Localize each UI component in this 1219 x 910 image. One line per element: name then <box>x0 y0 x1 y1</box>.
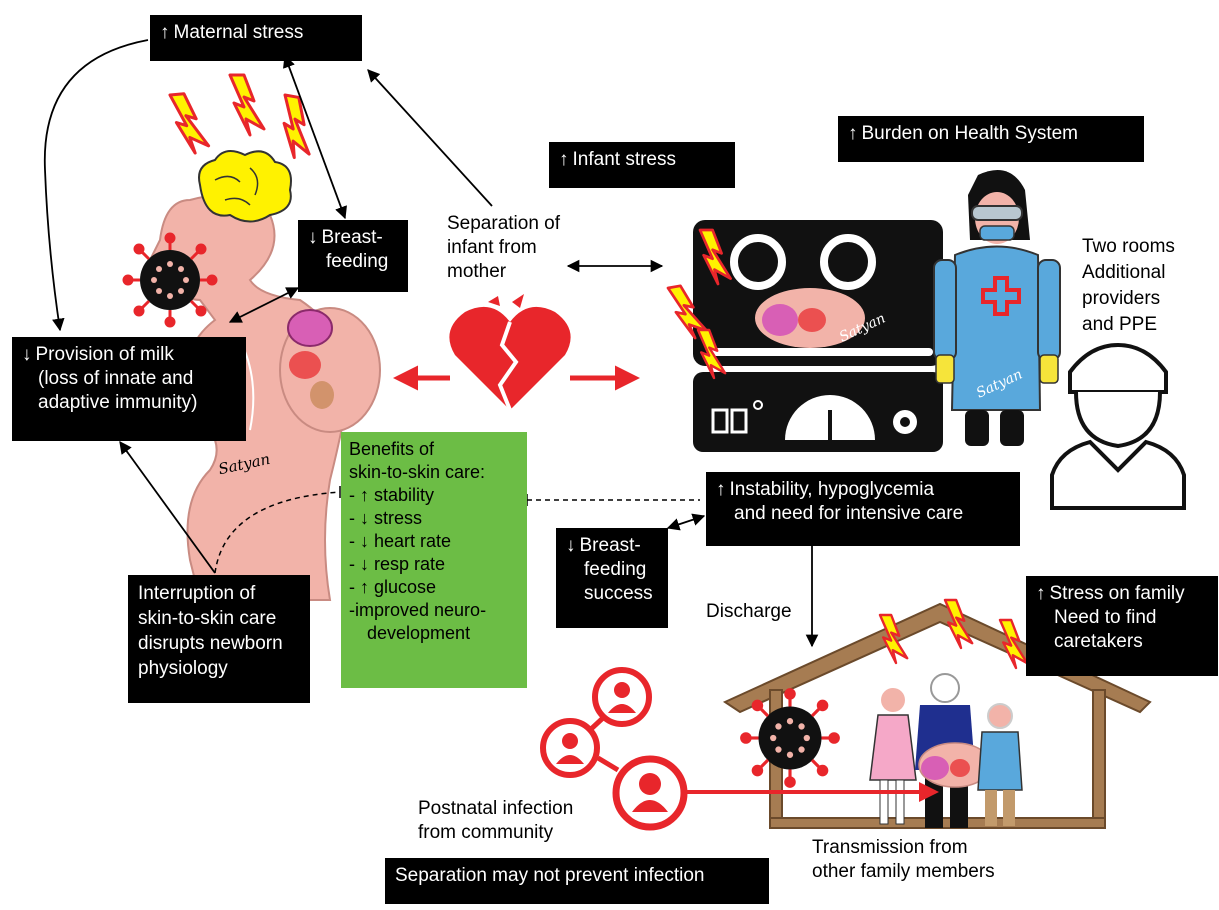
separation-text: Separation of infant from mother <box>447 213 561 282</box>
virus-icon <box>740 688 840 788</box>
bf-success-box: ↓Breast- feeding success <box>556 528 668 628</box>
separation-prevent-box: Separation may not prevent infection <box>385 858 769 904</box>
burden-label: Burden on Health System <box>861 123 1079 144</box>
arrow-breastfeeding-mother <box>228 287 300 323</box>
provision-box: ↓Provision of milk (loss of innate and a… <box>12 337 246 441</box>
arrow-interruption-to-provision <box>119 440 216 574</box>
maternal-stress-box: ↑Maternal stress <box>150 15 362 61</box>
separation-prevent-label: Separation may not prevent infection <box>395 865 705 886</box>
transmission-text: Transmission from other family members <box>812 837 995 882</box>
arrow-up-icon: ↑ <box>360 485 369 505</box>
community-link <box>588 715 606 732</box>
arrow-up-icon: ↑ <box>160 22 170 43</box>
postnatal-text: Postnatal infection from community <box>418 798 574 843</box>
benefit-item: - ↓ stress <box>349 508 423 528</box>
doctor-icon <box>933 170 1061 446</box>
arrow-down-icon: ↓ <box>360 554 369 574</box>
arrow-down-icon: ↓ <box>566 535 576 556</box>
incubator-icon <box>693 220 943 452</box>
infant-stress-box: ↑Infant stress <box>549 142 735 188</box>
arrow-maternal-to-provision <box>43 39 149 332</box>
arrow-up-icon: ↑ <box>360 577 369 597</box>
family-figures <box>869 673 1023 828</box>
benefit-item: - ↑ stability <box>349 485 435 505</box>
arrow-down-icon: ↓ <box>22 344 32 365</box>
broken-heart-icon <box>449 294 571 411</box>
arrow-maternal-breastfeeding <box>283 54 347 220</box>
stress-family-box: ↑Stress on family Need to find caretaker… <box>1026 576 1218 676</box>
person-icon <box>612 755 688 831</box>
community-link <box>596 755 620 773</box>
discharge-label: Discharge <box>706 601 792 622</box>
maternal-stress-label: Maternal stress <box>173 22 304 43</box>
brain-icon <box>198 150 292 223</box>
benefits-box: Benefits of skin-to-skin care: - ↑ stabi… <box>341 432 527 688</box>
benefit-item: - ↓ heart rate <box>349 531 452 551</box>
nurse-icon <box>1050 342 1186 510</box>
arrow-bf-success-instability <box>666 513 706 531</box>
interruption-box: Interruption of skin-to-skin care disrup… <box>128 575 310 703</box>
virus-icon <box>122 232 218 328</box>
arrow-up-icon: ↑ <box>1036 583 1046 604</box>
two-rooms-text: Two rooms Additional providers and PPE <box>1082 236 1175 335</box>
breastfeeding-box: ↓Breast- feeding <box>298 220 408 292</box>
arrow-down-icon: ↓ <box>360 508 369 528</box>
burden-box: ↑Burden on Health System <box>838 116 1144 162</box>
arrow-down-icon: ↓ <box>360 531 369 551</box>
arrow-up-icon: ↑ <box>559 149 569 170</box>
dashed-link-interruption <box>214 491 341 574</box>
arrow-up-icon: ↑ <box>716 479 726 500</box>
arrow-separation-to-maternal <box>367 69 493 207</box>
infant-stress-label: Infant stress <box>572 149 677 170</box>
baby-figure <box>239 307 381 433</box>
instability-box: ↑Instability, hypoglycemia and need for … <box>706 472 1020 546</box>
arrow-up-icon: ↑ <box>848 123 858 144</box>
benefit-item: - ↑ glucose <box>349 577 437 597</box>
arrow-down-icon: ↓ <box>308 227 318 248</box>
benefit-item: - ↓ resp rate <box>349 554 446 574</box>
